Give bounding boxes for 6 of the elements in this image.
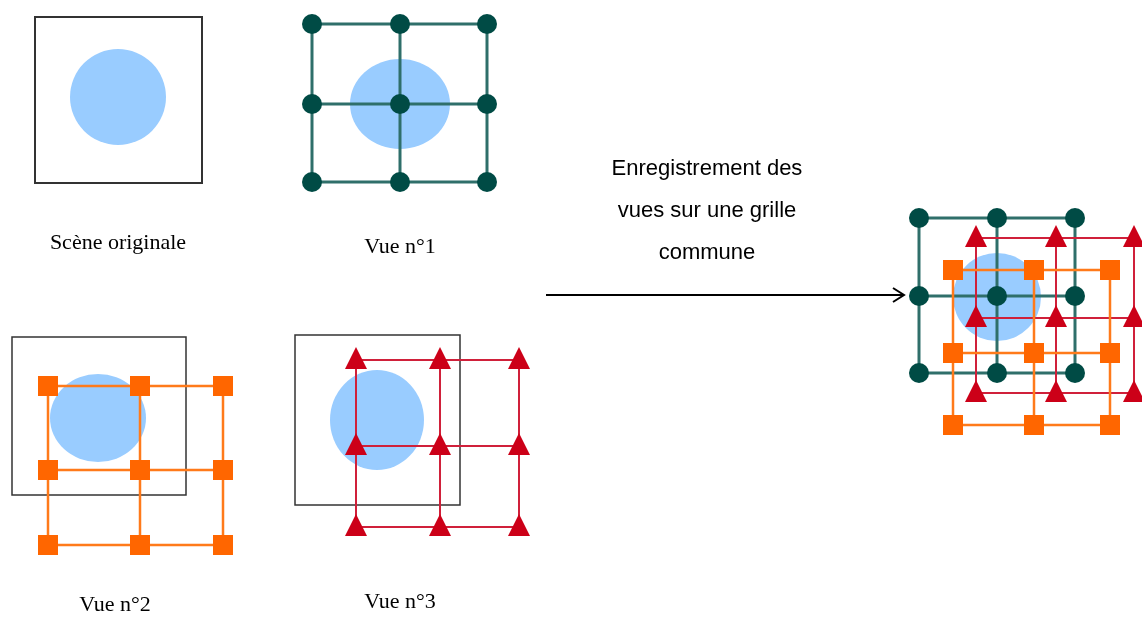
- edge-label: Enregistrement des vues sur une grille commune: [610, 154, 804, 266]
- arrow: [545, 287, 905, 303]
- node-label: Vue n°3: [363, 587, 437, 615]
- node-label: Vue n°1: [363, 232, 437, 260]
- node-label: Vue n°2: [78, 590, 152, 618]
- node-label: Scène originale: [48, 228, 188, 256]
